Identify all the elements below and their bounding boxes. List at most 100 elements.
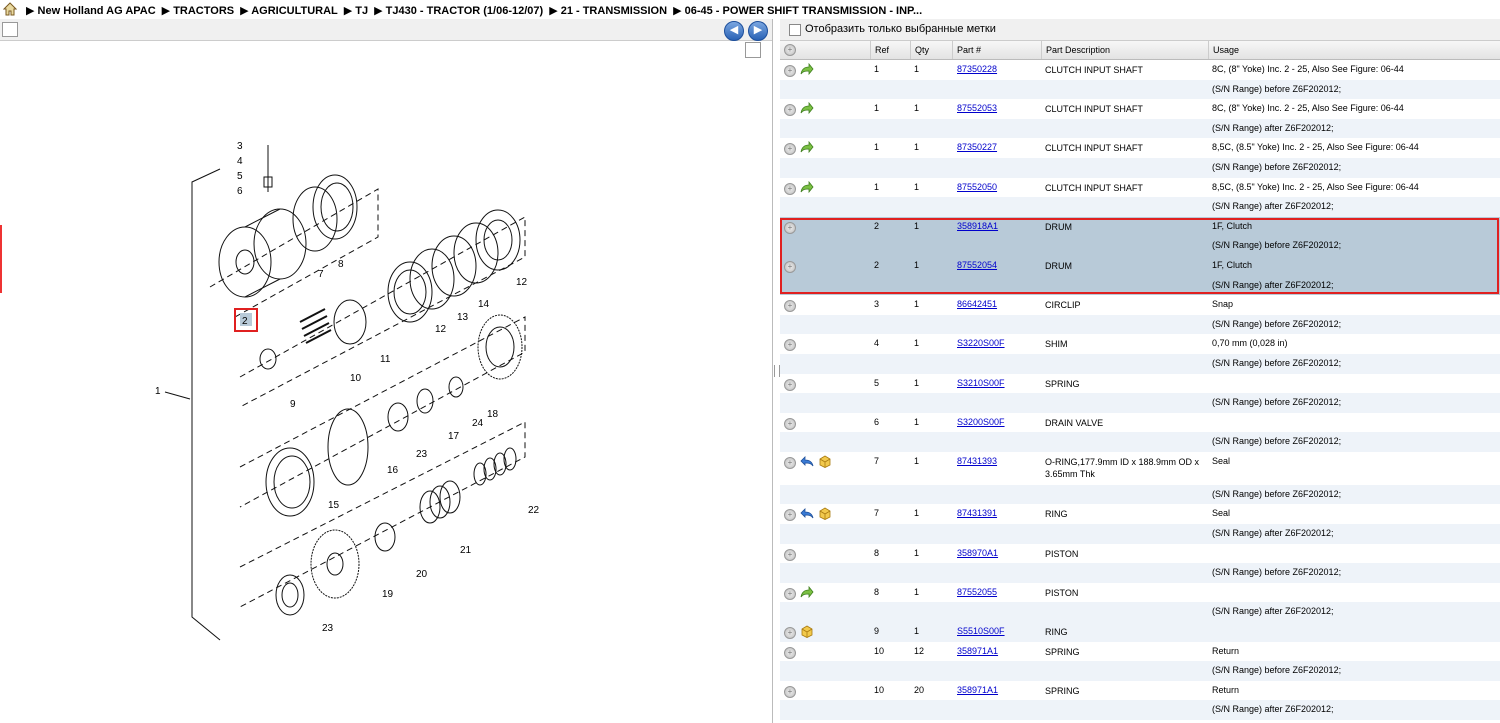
- part-number-link[interactable]: 87431391: [957, 508, 998, 519]
- cell-qty: 1: [914, 299, 920, 310]
- cell-usage-range: (S/N Range) after Z6F202012;: [1212, 606, 1334, 617]
- superseded-arrow-icon[interactable]: [800, 507, 814, 520]
- expand-icon[interactable]: +: [784, 44, 796, 56]
- part-number-link[interactable]: 87552054: [957, 259, 998, 270]
- panel-splitter[interactable]: [774, 365, 780, 377]
- home-icon[interactable]: [3, 2, 17, 16]
- part-number-link[interactable]: 358971A1: [957, 645, 999, 656]
- expand-row-icon[interactable]: +: [784, 143, 796, 156]
- header-part-number[interactable]: Part #: [952, 41, 981, 59]
- part-number-link[interactable]: 87431393: [957, 455, 998, 466]
- header-qty[interactable]: Qty: [910, 41, 929, 59]
- part-number-link[interactable]: 87350228: [957, 64, 998, 74]
- breadcrumb-item[interactable]: ▶ TRACTORS: [161, 5, 235, 17]
- breadcrumb-item[interactable]: ▶ TJ430 - TRACTOR (1/06-12/07): [374, 5, 544, 17]
- expand-row-icon[interactable]: +: [784, 182, 796, 195]
- expand-row-icon[interactable]: +: [784, 685, 796, 698]
- forward-arrow-icon[interactable]: ▶: [748, 21, 768, 41]
- breadcrumb-item[interactable]: ▶ New Holland AG APAC: [26, 5, 156, 17]
- superseded-arrow-icon[interactable]: [800, 455, 814, 468]
- cell-usage-range: (S/N Range) before Z6F202012;: [1212, 83, 1342, 94]
- part-number-link[interactable]: S3210S00F: [957, 377, 1005, 388]
- expand-row-icon[interactable]: +: [784, 587, 796, 600]
- header-part-description[interactable]: Part Description: [1041, 41, 1110, 59]
- svg-text:10: 10: [350, 373, 362, 384]
- part-number-link[interactable]: 87552050: [957, 181, 998, 192]
- cell-usage: Seal: [1212, 455, 1231, 466]
- kit-box-icon[interactable]: [818, 507, 832, 521]
- cell-description: RING: [1045, 627, 1068, 638]
- header-ref[interactable]: Ref: [870, 41, 889, 59]
- part-number-link[interactable]: 358970A1: [957, 547, 999, 558]
- drawing-toolbar: ◀ ▶: [0, 19, 772, 41]
- breadcrumb-item[interactable]: ▶ 21 - TRANSMISSION: [549, 5, 668, 17]
- expand-row-icon[interactable]: +: [784, 417, 796, 430]
- replacement-arrow-icon[interactable]: [800, 180, 814, 194]
- part-number-link[interactable]: 87552055: [957, 586, 998, 597]
- cell-description: SPRING: [1045, 378, 1080, 389]
- part-number-link[interactable]: S3200S00F: [957, 416, 1005, 427]
- svg-text:1: 1: [155, 386, 161, 397]
- part-number-link[interactable]: 358971A1: [957, 684, 999, 695]
- part-number-link[interactable]: 358918A1: [957, 220, 999, 231]
- panel-edge-marker: [0, 225, 2, 293]
- expand-row-icon[interactable]: +: [784, 627, 796, 640]
- cell-description: PISTON: [1045, 548, 1079, 559]
- expand-row-icon[interactable]: +: [784, 509, 796, 522]
- svg-text:6: 6: [237, 186, 243, 197]
- part-number-link[interactable]: 86642451: [957, 299, 998, 310]
- breadcrumb-item[interactable]: ▶ 06-45 - POWER SHIFT TRANSMISSION - INP…: [673, 5, 923, 17]
- expand-row-icon[interactable]: +: [784, 378, 796, 391]
- back-arrow-icon[interactable]: ◀: [724, 21, 744, 41]
- kit-box-icon[interactable]: [800, 625, 814, 638]
- cell-usage-range: (S/N Range) after Z6F202012;: [1212, 528, 1334, 539]
- replacement-arrow-icon[interactable]: [800, 585, 814, 599]
- cell-ref: 6: [874, 416, 880, 427]
- cell-description: CLUTCH INPUT SHAFT: [1045, 104, 1143, 115]
- part-number-link[interactable]: 87350227: [957, 142, 998, 153]
- panel-toggle-icon[interactable]: [2, 22, 18, 37]
- breadcrumb-item[interactable]: ▶ TJ: [343, 5, 369, 17]
- expand-row-icon[interactable]: +: [784, 65, 796, 77]
- part-number-link[interactable]: S3220S00F: [957, 338, 1005, 349]
- expand-row-icon[interactable]: +: [784, 260, 796, 273]
- replacement-arrow-icon[interactable]: [800, 141, 814, 154]
- expand-row-icon[interactable]: +: [784, 221, 796, 234]
- header-usage[interactable]: Usage: [1208, 41, 1239, 59]
- show-selected-checkbox[interactable]: [789, 24, 801, 36]
- expand-row-icon[interactable]: +: [784, 339, 796, 352]
- part-number-link[interactable]: S5510S00F: [957, 626, 1005, 637]
- svg-text:12: 12: [516, 277, 528, 288]
- expand-row-icon[interactable]: +: [784, 456, 796, 469]
- part-number-link[interactable]: 87552053: [957, 103, 998, 114]
- fit-view-checkbox[interactable]: [745, 42, 761, 58]
- cell-qty: 1: [914, 181, 920, 192]
- kit-box-icon[interactable]: [818, 455, 832, 468]
- expand-row-icon[interactable]: +: [784, 646, 796, 659]
- breadcrumb-item[interactable]: ▶ AGRICULTURAL: [240, 5, 338, 17]
- expand-row-icon[interactable]: +: [784, 548, 796, 561]
- expand-all-header[interactable]: +: [780, 41, 800, 59]
- expand-row-icon[interactable]: +: [784, 300, 796, 313]
- replacement-arrow-icon[interactable]: [800, 102, 814, 115]
- expand-row-icon[interactable]: +: [784, 104, 796, 117]
- replacement-arrow-icon[interactable]: [800, 62, 814, 76]
